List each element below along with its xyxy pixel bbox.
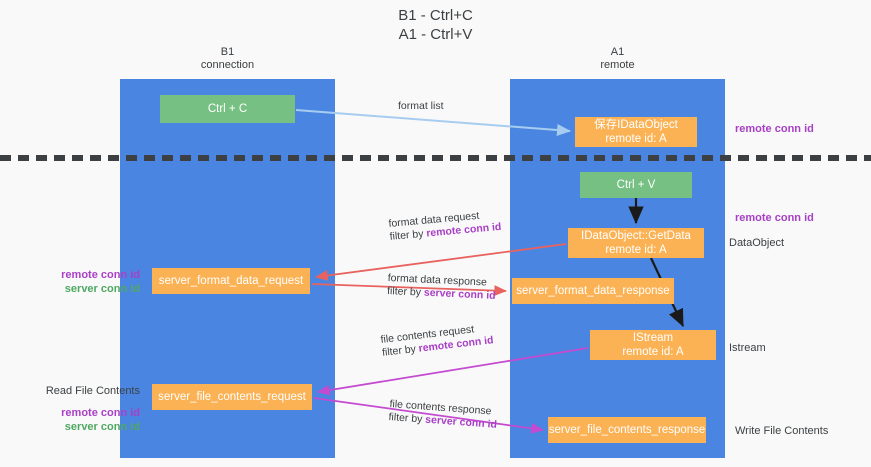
side-label-file-server-conn-id: server conn id [64,421,140,433]
side-label-group-file-contents: Read File Contents remote conn id server… [20,384,140,434]
node-sfcresp-label: server_file_contents_response [548,424,706,436]
phase-divider [0,155,871,161]
node-getdata[interactable]: IDataObject::GetData remote id: A [568,228,704,258]
node-ctrl-c-label: Ctrl + C [207,103,248,115]
node-sfcreq-label: server_file_contents_request [158,391,306,403]
side-label-file-remote-conn-id: remote conn id [61,407,140,419]
edge-fdresp-filter-key: server conn id [423,286,496,302]
edge-fcresp-filter-prefix: filter by [388,410,426,426]
title-line-1: B1 - Ctrl+C [398,7,473,24]
column-a1-name: A1 [610,46,625,58]
node-ctrl-v-label: Ctrl + V [616,179,656,191]
side-label-format-server-conn-id: server conn id [64,283,140,295]
node-ctrl-c[interactable]: Ctrl + C [160,95,295,123]
node-server-file-contents-request[interactable]: server_file_contents_request [152,384,312,410]
node-server-file-contents-response[interactable]: server_file_contents_response [548,417,706,443]
edge-fdreq-filter-prefix: filter by [389,227,427,243]
column-a1-role: remote [600,59,635,71]
title-line-2: A1 - Ctrl+V [398,26,473,43]
side-label-group-format: remote conn id server conn id [20,268,140,296]
column-b1-name: B1 [220,46,235,58]
side-label-read-file-contents: Read File Contents [45,385,140,397]
node-getdata-line1: IDataObject::GetData [581,230,691,242]
edge-label-format-data-response: format data response filter by server co… [387,272,497,303]
side-label-format-remote-conn-id: remote conn id [61,269,140,281]
node-idataobject-line1: 保存IDataObject [594,119,678,131]
side-label-remote-conn-id-mid: remote conn id [735,212,814,224]
edge-label-file-contents-request: file contents request filter by remote c… [380,321,494,360]
edge-fdresp-filter-prefix: filter by [386,284,425,299]
side-label-istream: Istream [729,342,766,354]
edge-format-list-text: format list [398,100,444,112]
node-idataobject-line2: remote id: A [605,133,667,145]
node-server-format-data-response[interactable]: server_format_data_response [512,278,674,304]
node-server-format-data-request[interactable]: server_format_data_request [152,268,310,294]
node-istream-line1: IStream [632,332,674,344]
node-sfdreq-label: server_format_data_request [158,275,304,287]
column-header-a1: A1 remote [510,46,725,72]
diagram-title: B1 - Ctrl+C A1 - Ctrl+V [0,6,871,44]
edge-label-format-data-request: format data request filter by remote con… [388,208,502,244]
side-label-remote-conn-id-top: remote conn id [735,123,814,135]
column-b1-role: connection [200,59,255,71]
edge-label-format-list: format list [398,100,444,113]
node-getdata-line2: remote id: A [605,244,667,256]
node-istream-line2: remote id: A [622,346,684,358]
node-idataobject[interactable]: 保存IDataObject remote id: A [575,117,697,147]
side-label-dataobject: DataObject [729,237,785,249]
side-label-write-file-contents: Write File Contents [735,425,829,437]
edge-label-file-contents-response: file contents response filter by server … [388,398,498,432]
node-sfdresp-label: server_format_data_response [516,285,670,297]
column-header-b1: B1 connection [120,46,335,72]
node-ctrl-v[interactable]: Ctrl + V [580,172,692,198]
node-istream[interactable]: IStream remote id: A [590,330,716,360]
